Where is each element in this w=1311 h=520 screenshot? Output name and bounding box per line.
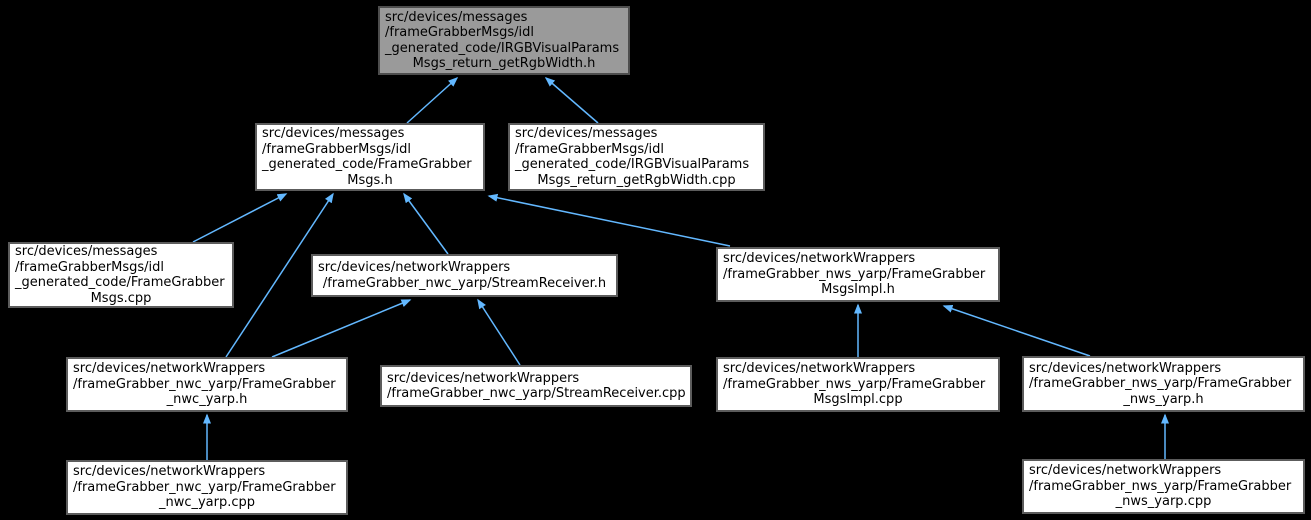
node-label-line: /frameGrabberMsgs/idl — [515, 141, 665, 157]
edge-streamreceiver-h-to-framegrabbermsgs-h — [403, 192, 449, 255]
node-label-line: /frameGrabberMsgs/idl — [15, 259, 165, 275]
node-label-line: Msgs.h — [347, 172, 393, 188]
graph-node-framegrabber-nwc-yarp-cpp[interactable]: src/devices/networkWrappers/frameGrabber… — [66, 460, 348, 515]
node-label-line: /frameGrabber_nwc_yarp/FrameGrabber — [73, 479, 336, 495]
edge-framegrabbermsgsimpl-h-to-framegrabbermsgs-h — [487, 193, 731, 247]
node-label-line: /frameGrabberMsgs/idl — [262, 141, 412, 157]
edge-framegrabber-nws-yarp-h-to-framegrabbermsgsimpl-h — [942, 304, 1091, 357]
node-label-line: Msgs_return_getRgbWidth.cpp — [537, 172, 736, 188]
node-label-line: src/devices/messages — [262, 126, 405, 141]
node-label-line: src/devices/messages — [15, 244, 158, 259]
node-label-line: MsgsImpl.cpp — [813, 392, 903, 408]
graph-node-streamreceiver-cpp[interactable]: src/devices/networkWrappers/frameGrabber… — [380, 365, 692, 407]
node-label-line: /frameGrabber_nwc_yarp/StreamReceiver.cp… — [387, 386, 686, 401]
node-label-line: src/devices/networkWrappers — [723, 251, 916, 267]
edge-framegrabbermsgs-h-to-irgbvisualparams-msgs-return-getrgbwidth-h — [406, 76, 459, 124]
edge-streamreceiver-cpp-to-streamreceiver-h — [477, 298, 521, 366]
node-label-line: src/devices/networkWrappers — [73, 361, 266, 377]
node-label-line: /frameGrabber_nws_yarp/FrameGrabber — [723, 376, 986, 392]
node-label-line: _generated_code/IRGBVisualParams — [515, 157, 750, 172]
edge-framegrabbermsgs-cpp-to-framegrabbermsgs-h — [192, 193, 288, 243]
graph-node-irgbvisualparams-msgs-return-getrgbwidth-cpp[interactable]: src/devices/messages/frameGrabberMsgs/id… — [508, 123, 765, 191]
graph-node-framegrabbermsgsimpl-h[interactable]: src/devices/networkWrappers/frameGrabber… — [716, 247, 1000, 302]
graph-node-framegrabber-nwc-yarp-h[interactable]: src/devices/networkWrappers/frameGrabber… — [66, 357, 348, 412]
node-label-line: src/devices/networkWrappers — [723, 361, 916, 377]
node-label-line: Msgs.cpp — [90, 290, 152, 306]
node-label-line: src/devices/networkWrappers — [1029, 463, 1222, 479]
node-label-line: src/devices/networkWrappers — [1029, 360, 1222, 376]
node-label-line: /frameGrabber_nwc_yarp/FrameGrabber — [73, 376, 336, 392]
node-label-line: /frameGrabber_nws_yarp/FrameGrabber — [1029, 478, 1292, 494]
node-label-line: /frameGrabber_nws_yarp/FrameGrabber — [723, 266, 986, 282]
graph-node-irgbvisualparams-msgs-return-getrgbwidth-h[interactable]: src/devices/messages/frameGrabberMsgs/id… — [378, 6, 630, 75]
edge-framegrabber-nwc-yarp-h-to-framegrabbermsgs-h — [225, 192, 334, 358]
node-label-line: MsgsImpl.h — [821, 282, 895, 298]
node-label-line: src/devices/networkWrappers — [73, 464, 266, 480]
node-label-line: /frameGrabber_nws_yarp/FrameGrabber — [1029, 376, 1292, 392]
node-label-line: src/devices/messages — [385, 9, 528, 25]
edges-group — [192, 76, 1169, 460]
node-label-line: _nws_yarp.h — [1123, 391, 1204, 407]
node-label-line: _nws_yarp.cpp — [1115, 494, 1212, 510]
edge-framegrabber-nwc-yarp-h-to-streamreceiver-h — [271, 299, 412, 358]
node-label-line: src/devices/networkWrappers — [387, 370, 580, 386]
node-label-line: _generated_code/FrameGrabber — [15, 275, 225, 290]
node-label-line: /frameGrabber_nwc_yarp/StreamReceiver.h — [322, 275, 607, 291]
node-label-line: _generated_code/FrameGrabber — [262, 157, 472, 172]
graph-node-streamreceiver-h[interactable]: src/devices/networkWrappers/frameGrabber… — [311, 254, 618, 297]
node-label-line: Msgs_return_getRgbWidth.h — [412, 56, 596, 71]
graph-node-framegrabbermsgsimpl-cpp[interactable]: src/devices/networkWrappers/frameGrabber… — [716, 357, 1000, 412]
graph-node-framegrabber-nws-yarp-h[interactable]: src/devices/networkWrappers/frameGrabber… — [1022, 356, 1305, 412]
node-label-line: _generated_code/IRGBVisualParams — [385, 40, 620, 56]
node-label-line: src/devices/messages — [515, 126, 658, 141]
node-label-line: _nwc_yarp.cpp — [158, 495, 256, 511]
node-label-line: _nwc_yarp.h — [166, 392, 248, 408]
node-label-line: /frameGrabberMsgs/idl — [385, 25, 535, 40]
graph-node-framegrabbermsgs-h[interactable]: src/devices/messages/frameGrabberMsgs/id… — [255, 123, 485, 191]
graph-node-framegrabbermsgs-cpp[interactable]: src/devices/messages/frameGrabberMsgs/id… — [8, 242, 234, 308]
graph-node-framegrabber-nws-yarp-cpp[interactable]: src/devices/networkWrappers/frameGrabber… — [1022, 459, 1305, 514]
node-label-line: src/devices/networkWrappers — [318, 260, 511, 275]
edge-irgbvisualparams-msgs-return-getrgbwidth-cpp-to-irgbvisualparams-msgs-return-getrgbwidth-h — [544, 77, 599, 124]
